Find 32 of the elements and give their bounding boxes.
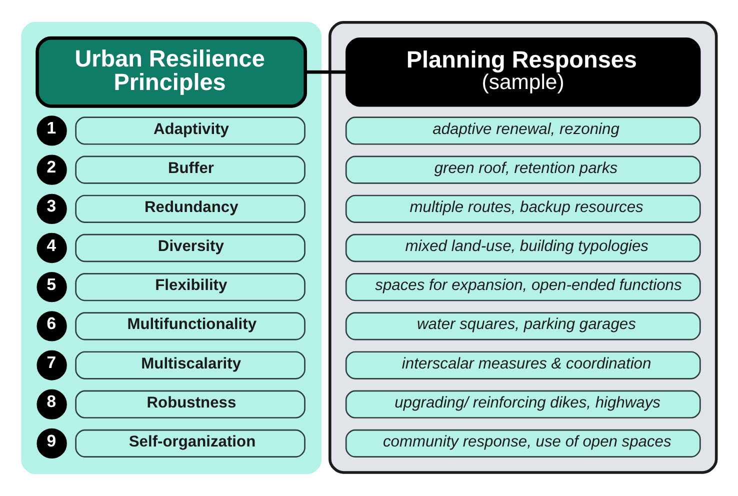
node-circle: 9: [36, 428, 67, 459]
cluster: [328, 21, 718, 474]
node-circle: 8: [36, 389, 67, 420]
node-box: Buffer: [75, 156, 306, 184]
node-box: Urban Resilience Principles: [36, 36, 308, 108]
node-box: Multifunctionality: [75, 312, 306, 340]
node-box: Self-organization: [75, 429, 306, 458]
node-box: Redundancy: [75, 194, 306, 223]
node-box: Diversity: [75, 234, 306, 262]
node-box: upgrading/ reinforcing dikes, highways: [345, 390, 701, 418]
node-circle: 5: [36, 272, 67, 302]
node-box: water squares, parking garages: [345, 312, 701, 340]
node-box: interscalar measures & coordination: [345, 351, 701, 380]
cluster: [21, 22, 322, 474]
node-box: green roof, retention parks: [345, 156, 701, 184]
node-box: Planning Responses (sample): [346, 37, 701, 107]
node-circle: 3: [36, 194, 67, 224]
node-box: spaces for expansion, open-ended functions: [345, 273, 701, 302]
node-circle: 2: [36, 154, 67, 185]
node-circle: 4: [36, 232, 67, 264]
node-box: community response, use of open spaces: [345, 429, 701, 458]
node-circle: 7: [36, 350, 67, 380]
node-circle: 6: [36, 311, 67, 342]
node-box: Adaptivity: [75, 116, 306, 145]
node-box: Robustness: [75, 390, 306, 418]
connector: [306, 70, 346, 74]
node-box: Multiscalarity: [75, 351, 306, 380]
node-box: mixed land-use, building typologies: [345, 234, 701, 262]
node-box: multiple routes, backup resources: [345, 194, 701, 223]
node-circle: 1: [36, 116, 67, 146]
node-box: adaptive renewal, rezoning: [345, 116, 701, 145]
node-box: Flexibility: [75, 273, 306, 302]
